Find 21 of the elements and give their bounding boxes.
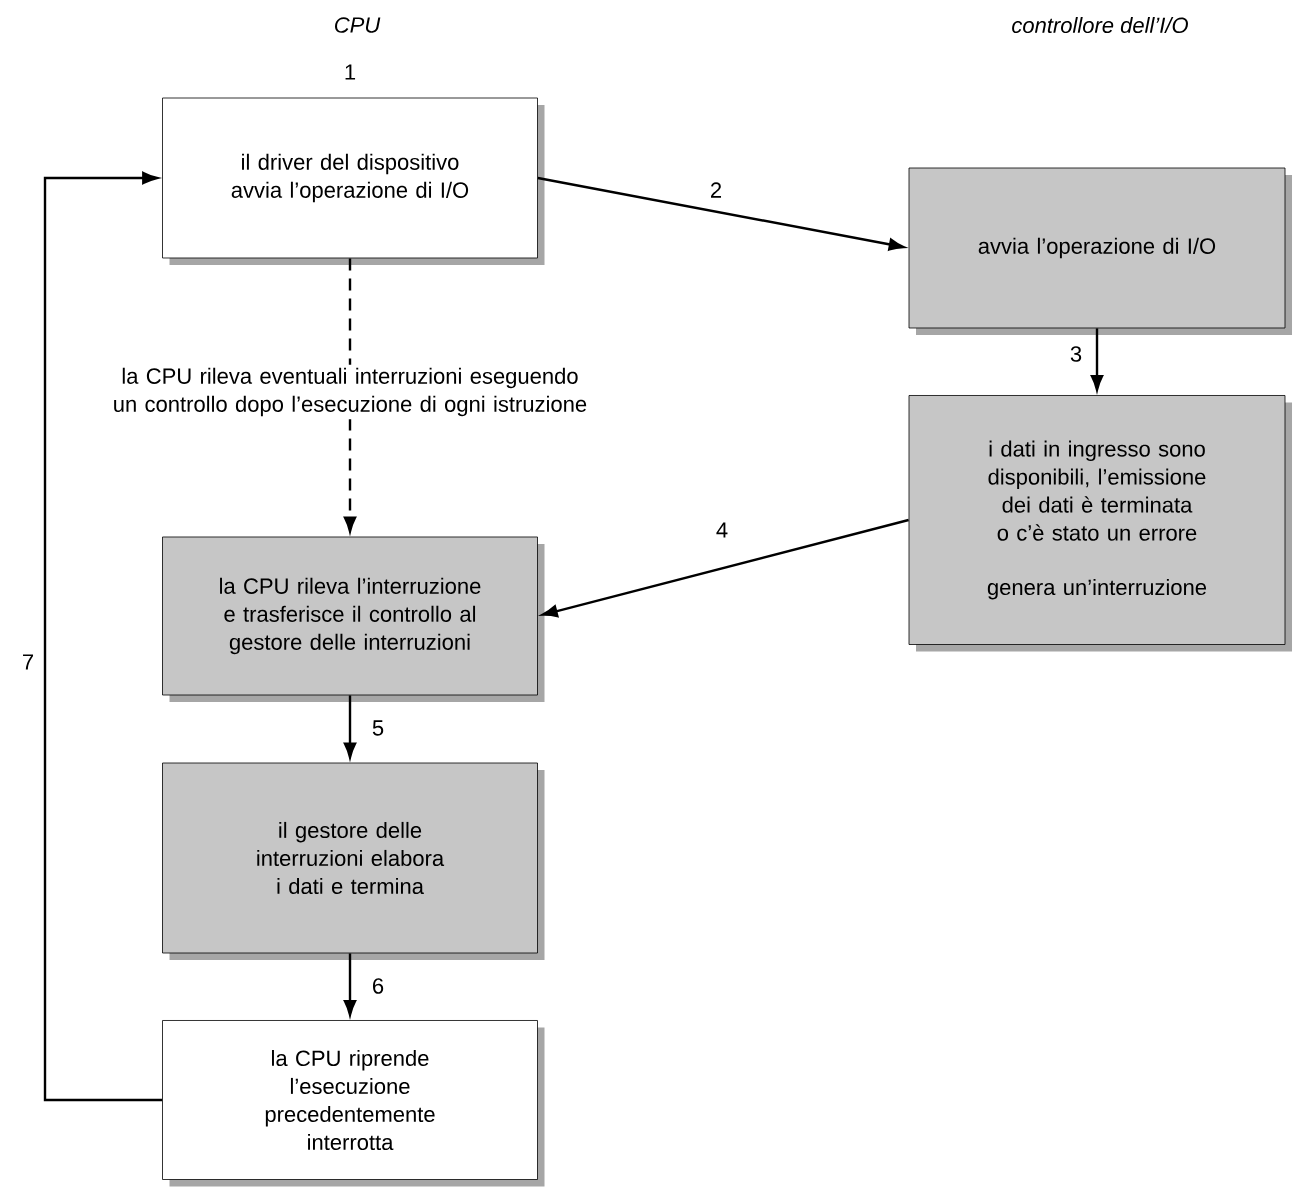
arrow [343,695,357,759]
process-box: il driver del dispositivo avvia l’operazione di I/O [162,97,545,265]
edge-label: 3 [1066,343,1086,365]
column-heading: controllore dell’I/O [1012,16,1188,34]
process-box: i dati in ingresso sono disponibili, l’emissione dei dati è terminata o c’è stato un errore genera un’interruzione [908,395,1292,652]
column-heading: CPU [335,17,381,33]
arrow [343,953,357,1017]
arrow [343,258,357,533]
process-box: la CPU riprende l’esecuzione precedentemente interrotta [162,1020,545,1187]
arrow [43,171,163,1102]
arrow [541,518,909,618]
process-box: il gestore delle interruzioni elabora i dati e termina [162,762,545,960]
process-box: avvia l’operazione di I/O [908,167,1292,335]
edge-label: la CPU rileva eventuali interruzioni eseguendo un controllo dopo l’esecuzione di ogni istruzione [107,364,593,420]
process-box: la CPU rileva l’interruzione e trasferisce il controllo al gestore delle interruzioni [162,536,545,702]
edge-label: 6 [368,975,388,997]
step-number: 1 [345,64,356,80]
edge-label: 4 [712,519,732,541]
edge-label: 7 [18,651,38,673]
edge-label: 5 [368,717,388,739]
edge-label: 2 [706,179,726,201]
